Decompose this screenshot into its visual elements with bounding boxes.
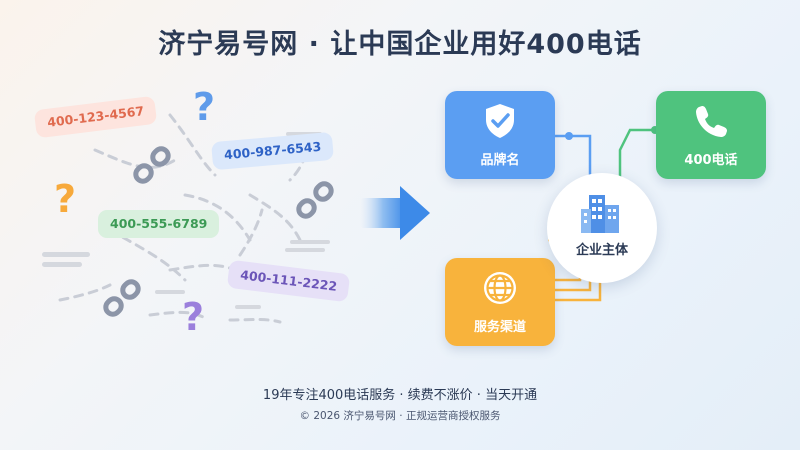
page-title: 济宁易号网 · 让中国企业用好400电话 [158, 29, 642, 60]
phone-number-tag: 400-555-6789 [98, 210, 220, 238]
building-icon [581, 195, 619, 233]
service-node: 服务渠道 [445, 258, 555, 346]
brand-node: 品牌名 [445, 91, 555, 179]
globe-icon [484, 272, 516, 304]
transition-arrow-icon [360, 186, 430, 240]
entity-node-label: 企业主体 [575, 243, 628, 258]
brand-node-label: 品牌名 [480, 153, 520, 168]
broken-link-icon [103, 146, 334, 317]
question-mark-icon: ? [182, 295, 205, 339]
question-mark-icon: ? [54, 177, 77, 221]
copyright: © 2026 济宁易号网 · 正规运营商授权服务 [299, 410, 501, 422]
entity-node: 企业主体 [547, 173, 657, 283]
shield-check-icon [486, 104, 514, 138]
service-node-label: 服务渠道 [473, 320, 526, 335]
phone-node: 400电话 [656, 91, 766, 179]
tagline: 19年专注400电话服务 · 续费不涨价 · 当天开通 [262, 388, 538, 403]
question-mark-icon: ? [193, 85, 216, 129]
phone-node-label: 400电话 [684, 153, 738, 168]
phone-icon [696, 106, 727, 137]
